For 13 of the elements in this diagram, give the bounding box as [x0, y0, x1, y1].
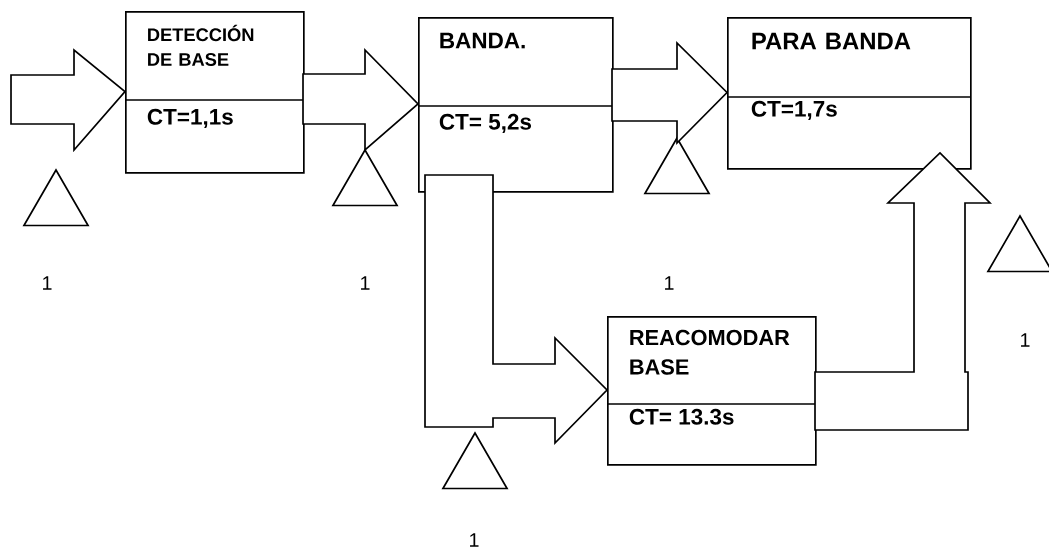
quantity-label: 1	[361, 276, 370, 290]
process-box: PARA BANDA CT=1,7s	[726, 17, 972, 170]
block-arrow	[611, 40, 729, 146]
block-arrow	[424, 174, 609, 446]
process-box: DETECCIÓN DE BASE CT=1,1s	[124, 11, 305, 174]
quantity-label: 1	[470, 533, 479, 547]
block-arrow	[302, 47, 420, 152]
block-arrow	[10, 48, 127, 153]
quantity-label: 1	[43, 276, 52, 290]
process-box: REACOMODAR BASE CT= 13.3s	[606, 316, 817, 466]
block-arrow	[814, 151, 993, 431]
quantity-label: 1	[665, 276, 674, 290]
quantity-label: 1	[1021, 333, 1030, 347]
